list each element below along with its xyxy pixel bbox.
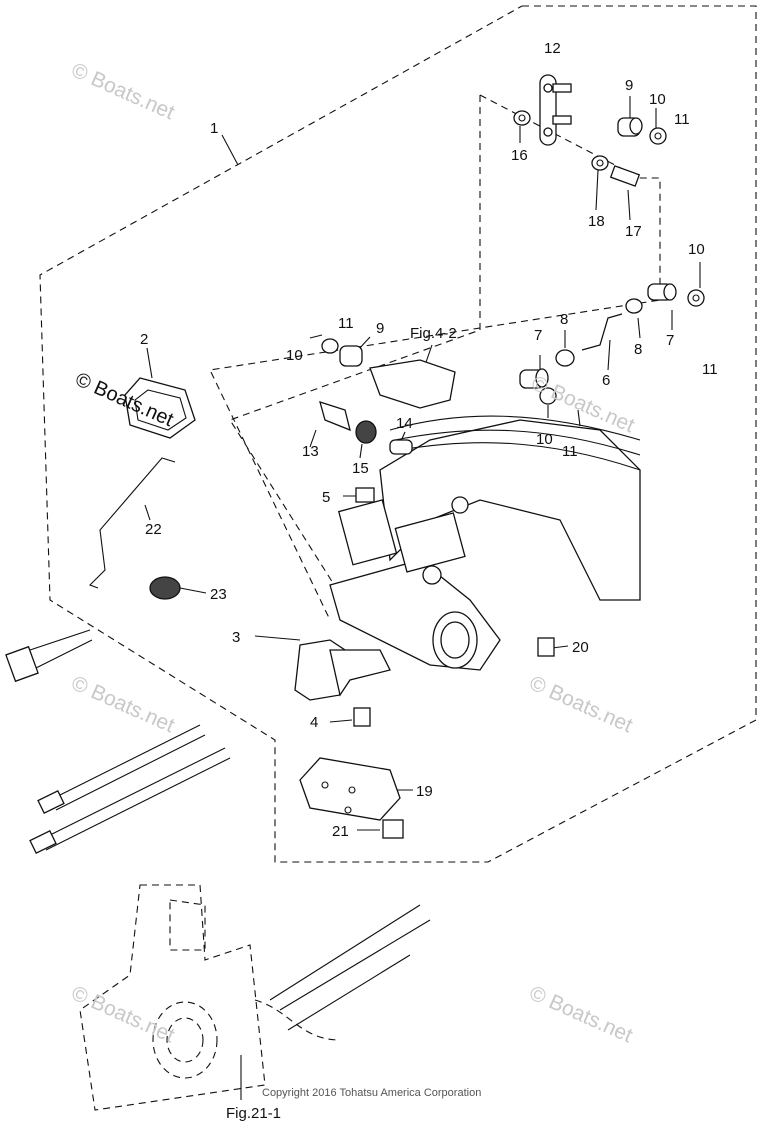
part-2-cover xyxy=(124,377,196,439)
part-label-11b: 11 xyxy=(702,361,718,378)
part-label-6: 6 xyxy=(602,372,610,389)
leader-lines xyxy=(144,96,701,1100)
part-label-1: 1 xyxy=(210,120,218,137)
figure-ref-21-1: Fig.21-1 xyxy=(226,1105,281,1122)
part-label-5: 5 xyxy=(322,489,330,506)
part-label-19: 19 xyxy=(416,783,433,800)
figure-ref-4-2: Fig.4-2 xyxy=(410,325,457,342)
part-label-10b: 10 xyxy=(688,241,705,258)
watermark: © Boats.net xyxy=(526,982,636,1048)
part-label-14: 14 xyxy=(396,415,413,432)
washers-and-collars xyxy=(299,110,705,839)
part-label-7b: 7 xyxy=(666,332,674,349)
part-label-11d: 11 xyxy=(562,443,578,460)
watermark: © Boats.net xyxy=(526,672,636,738)
watermark: © Boats.net xyxy=(68,59,178,125)
part-23-grommet xyxy=(149,576,181,600)
part-label-8b: 8 xyxy=(634,341,642,358)
part-22-rod xyxy=(89,457,176,589)
remote-cables xyxy=(5,629,231,854)
assembly-inner-boundary xyxy=(209,94,661,621)
copyright-notice: Copyright 2016 Tohatsu America Corporati… xyxy=(262,1087,481,1099)
part-label-4: 4 xyxy=(310,714,318,731)
part-label-23: 23 xyxy=(210,586,227,603)
part-label-2: 2 xyxy=(140,331,148,348)
part-label-10c: 10 xyxy=(286,347,303,364)
part-label-10d: 10 xyxy=(536,431,553,448)
part-label-13: 13 xyxy=(302,443,319,460)
assembly-inner-boundary-2 xyxy=(229,95,481,611)
part-label-21: 21 xyxy=(332,823,349,840)
part-label-22: 22 xyxy=(145,521,162,538)
part-label-9a: 9 xyxy=(625,77,633,94)
part-label-12: 12 xyxy=(544,40,561,57)
part-label-10a: 10 xyxy=(649,91,666,108)
part-label-15: 15 xyxy=(352,460,369,477)
part-label-18: 18 xyxy=(588,213,605,230)
watermark: © Boats.net xyxy=(68,672,178,738)
part-12-link-plate xyxy=(539,74,572,146)
part-label-11c: 11 xyxy=(338,315,354,332)
assembly-1-boundary xyxy=(39,5,757,863)
engine-mount-bracket xyxy=(329,415,641,671)
part-label-11a: 11 xyxy=(674,111,690,128)
part-label-7a: 7 xyxy=(534,327,542,344)
part-3-bracket xyxy=(294,639,391,701)
part-label-3: 3 xyxy=(232,629,240,646)
part-label-8a: 8 xyxy=(560,311,568,328)
part-label-20: 20 xyxy=(572,639,589,656)
part-labels: 1 2 3 4 5 6 7 7 8 8 9 9 10 10 10 10 11 1… xyxy=(140,40,718,840)
remote-control-box xyxy=(79,884,431,1111)
part-label-16: 16 xyxy=(511,147,528,164)
part-label-9b: 9 xyxy=(376,320,384,337)
part-label-17: 17 xyxy=(625,223,642,240)
